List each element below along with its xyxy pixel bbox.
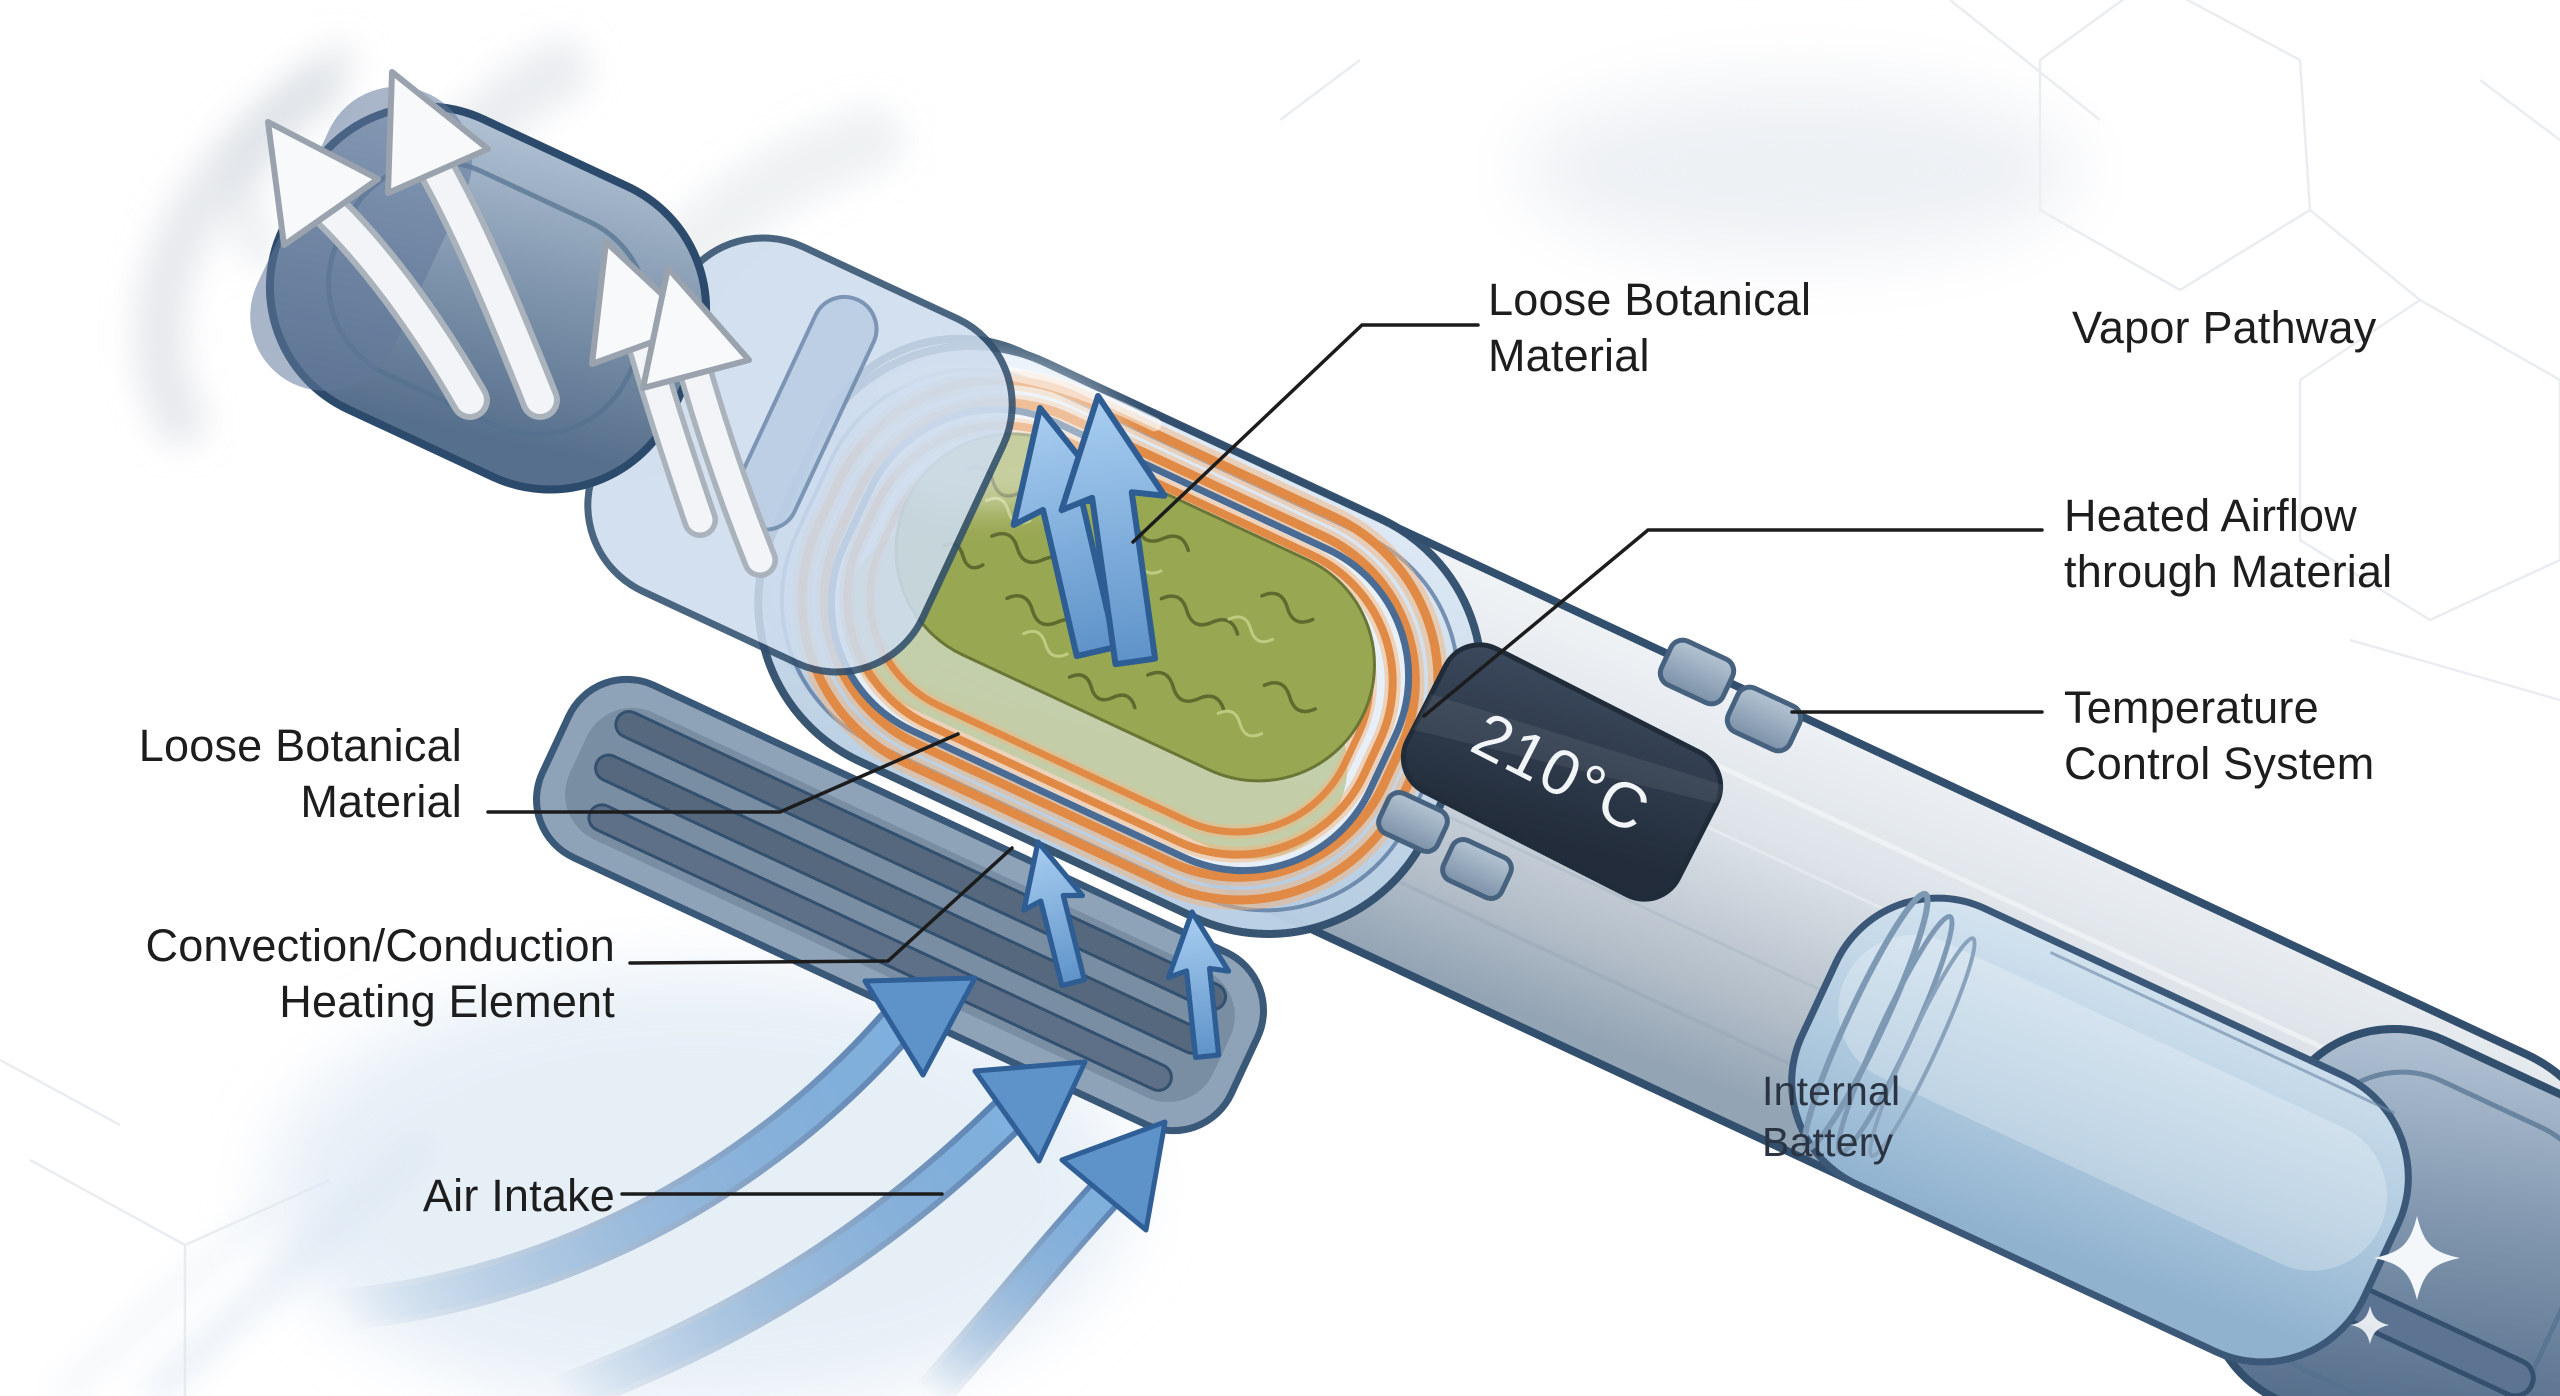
heated-airflow-arrows bbox=[1010, 393, 1232, 1061]
label-vapor-pathway: Vapor Pathway bbox=[2072, 302, 2377, 353]
temperature-control-buttons bbox=[1376, 637, 1804, 902]
sparkle-icon bbox=[2351, 1216, 2460, 1344]
label-loose-botanical-top: Loose Botanical Material bbox=[1488, 274, 1812, 381]
control-button-up bbox=[1657, 637, 1737, 707]
air-intake-arrows bbox=[319, 975, 1168, 1396]
label-temperature-control: Temperature Control System bbox=[2064, 682, 2375, 789]
leader-loose-botanical-top bbox=[1131, 323, 1480, 544]
vapor-exit-arrows bbox=[265, 69, 778, 578]
control-button-down bbox=[1724, 684, 1804, 754]
temperature-display: 210°C bbox=[1400, 642, 1726, 902]
control-button-right bbox=[1440, 836, 1514, 902]
label-internal-battery: Internal Battery bbox=[1762, 1068, 1901, 1165]
label-heating-element: Convection/Conduction Heating Element bbox=[145, 920, 615, 1027]
air-intake-plate bbox=[533, 675, 1267, 1135]
label-loose-botanical-left: Loose Botanical Material bbox=[138, 720, 462, 827]
label-heated-airflow: Heated Airflow through Material bbox=[2064, 490, 2393, 597]
control-button-left bbox=[1376, 789, 1450, 855]
leader-heated-airflow bbox=[1422, 528, 2044, 718]
leader-loose-botanical-left bbox=[486, 732, 960, 814]
battery-window bbox=[1788, 890, 2412, 1366]
label-air-intake: Air Intake bbox=[422, 1170, 615, 1221]
leader-lines bbox=[486, 323, 2044, 1196]
leader-heating-element bbox=[628, 846, 1014, 965]
